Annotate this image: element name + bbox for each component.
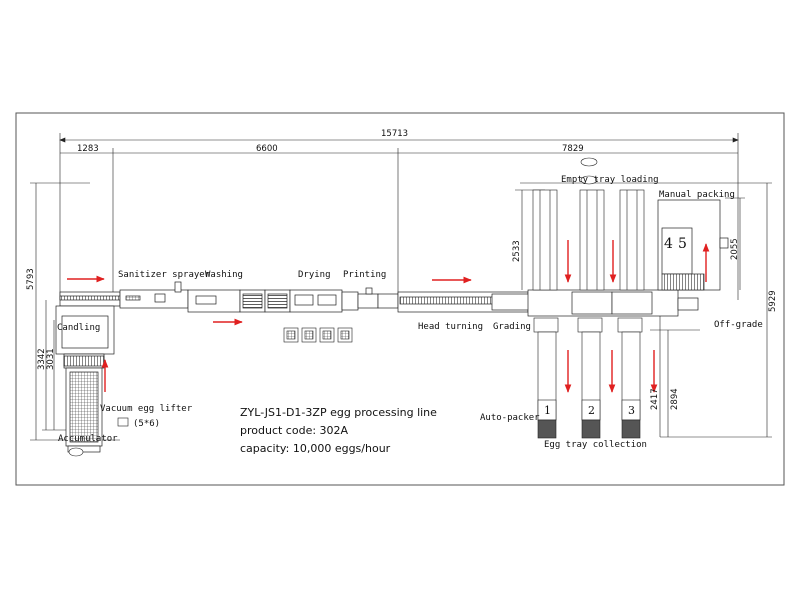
dim-1283: 1283 — [77, 144, 99, 154]
outlet-number-1: 1 — [544, 404, 551, 417]
dim-2055: 2055 — [730, 238, 740, 260]
label-egg-tray-collection: Egg tray collection — [544, 440, 647, 450]
label-grading: Grading — [493, 322, 531, 332]
label-head-turning: Head turning — [418, 322, 484, 332]
manual-pack-number-5: 5 — [678, 236, 687, 252]
info-product-code: product code: 302A — [240, 424, 349, 437]
dim-3031: 3031 — [46, 348, 56, 370]
drawing-border — [15, 112, 785, 486]
label-empty-tray-loading: Empty tray loading — [561, 175, 659, 185]
dim-5929: 5929 — [768, 290, 778, 312]
dim-2533: 2533 — [512, 240, 522, 262]
label-drying: Drying — [298, 270, 331, 280]
label-auto-packer: Auto-packer — [480, 413, 540, 423]
dim-5793: 5793 — [26, 268, 36, 290]
label-candling: Candling — [57, 323, 101, 333]
label-vacuum-note: (5*6) — [133, 419, 161, 429]
label-vacuum-egg-lifter: Vacuum egg lifter — [100, 404, 193, 414]
dim-6600: 6600 — [256, 144, 278, 154]
outlet-number-2: 2 — [588, 404, 595, 417]
label-sanitizer-sprayer: Sanitizer sprayer — [118, 270, 211, 280]
label-off-grade: Off-grade — [714, 320, 763, 330]
info-model: ZYL-JS1-D1-3ZP egg processing line — [240, 406, 437, 419]
outlet-number-3: 3 — [628, 404, 635, 417]
dim-total: 15713 — [381, 129, 409, 139]
label-washing: Washing — [205, 270, 243, 280]
label-accumulator: Accumulator — [58, 434, 118, 444]
dim-2894: 2894 — [670, 388, 680, 410]
label-manual-packing: Manual packing — [659, 190, 735, 200]
label-printing: Printing — [343, 270, 387, 280]
info-capacity: capacity: 10,000 eggs/hour — [240, 442, 391, 455]
dim-2417: 2417 — [650, 388, 660, 410]
dim-7829: 7829 — [562, 144, 584, 154]
manual-pack-number-4: 4 — [664, 236, 673, 252]
